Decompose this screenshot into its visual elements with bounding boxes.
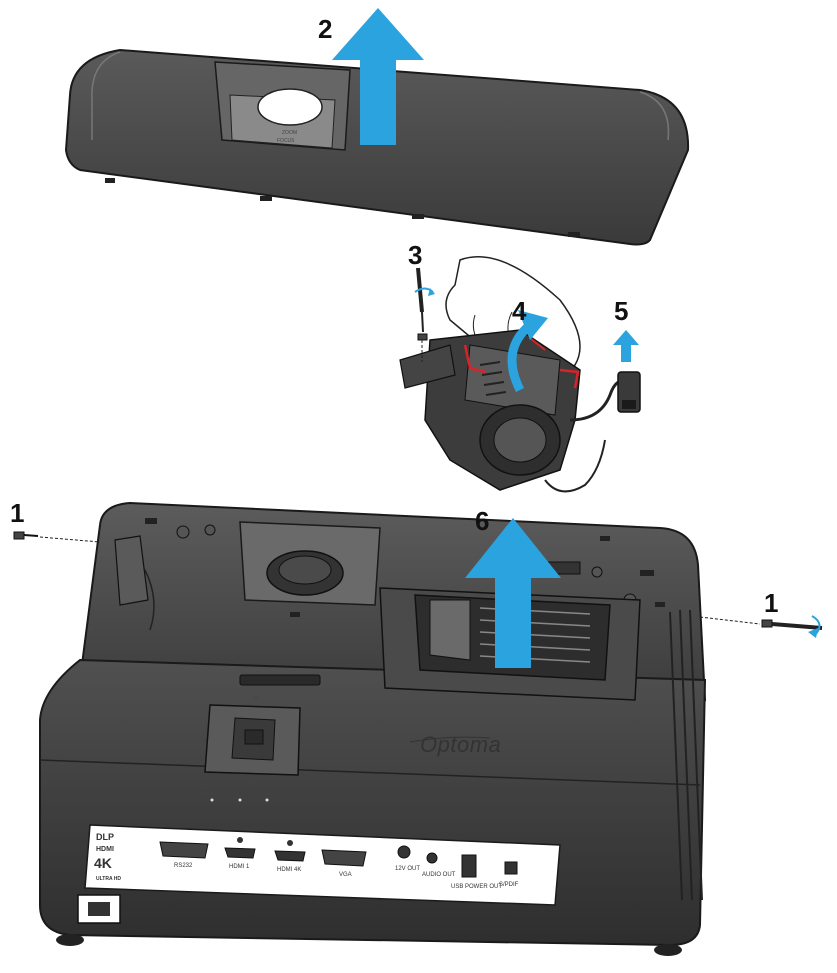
step-2-label: 2 — [318, 14, 332, 44]
vga-label: VGA — [339, 872, 352, 878]
projector-body: ⏻ ⏻ Optoma DLP HDMI 4K ULTRA HD RS232 HD… — [40, 503, 705, 956]
screwdriver-icon — [700, 616, 822, 638]
step-6-label: 6 — [475, 506, 489, 536]
spdif-label: S/PDIF — [499, 882, 519, 888]
svg-text:FOCUS: FOCUS — [277, 138, 295, 144]
rs232-label: RS232 — [174, 863, 193, 869]
4k-logo: 4K — [94, 855, 112, 871]
hdmi2-label: HDMI 4K — [277, 867, 301, 873]
up-arrow-icon — [613, 330, 639, 362]
hdmi1-label: HDMI 1 — [229, 864, 250, 870]
lid-clip — [105, 178, 115, 183]
svg-text:⏻: ⏻ — [200, 791, 204, 797]
screwdriver-icon — [415, 268, 435, 332]
svg-text:ZOOM: ZOOM — [282, 130, 297, 136]
screw-icon — [14, 532, 100, 542]
step-1-left-label: 1 — [10, 498, 24, 528]
dlp-logo: DLP — [96, 832, 114, 842]
kensington-lock — [175, 903, 181, 909]
ultra-hd-logo: ULTRA HD — [96, 876, 121, 882]
brand-logo: Optoma — [420, 732, 501, 757]
step-5-label: 5 — [614, 296, 628, 326]
usb-label: USB POWER OUT — [451, 884, 502, 890]
step-1-right-label: 1 — [764, 588, 778, 618]
12v-out-label: 12V OUT — [395, 866, 420, 872]
step-3-label: 3 — [408, 240, 422, 270]
lid-clip — [568, 232, 580, 237]
audio-out-label: AUDIO OUT — [422, 872, 456, 878]
svg-text:⏻: ⏻ — [254, 696, 258, 702]
enter-button — [245, 730, 263, 744]
step-4-label: 4 — [512, 296, 527, 326]
lid-clip — [260, 196, 272, 201]
lens-window: ZOOM FOCUS — [215, 62, 350, 150]
hdmi-logo: HDMI — [96, 846, 114, 853]
lamp-module — [400, 257, 640, 492]
lid-clip — [412, 214, 424, 219]
